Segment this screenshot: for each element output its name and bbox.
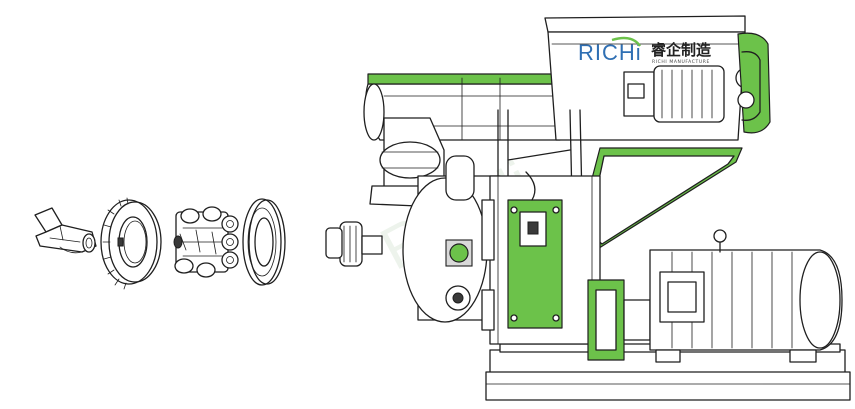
- logo-chinese-text: 睿企制造: [651, 41, 711, 59]
- roller-shaft-part: [34, 207, 97, 254]
- conditioner-body: [369, 117, 501, 323]
- brand-logo: RICHi 睿企制造 RICHI MANUFACTURE: [578, 36, 711, 65]
- coupling: [587, 279, 651, 361]
- roller-assembly-part: [173, 206, 239, 278]
- ring-die-part: [100, 197, 162, 290]
- die-ring-part: [242, 198, 286, 286]
- gear-housing: [481, 171, 601, 345]
- small-motor: [325, 221, 383, 267]
- main-motor: [649, 229, 843, 363]
- feeder-motor: [623, 32, 771, 134]
- logo-subtitle-text: RICHI MANUFACTURE: [652, 59, 710, 65]
- logo-swoosh: [611, 36, 641, 47]
- logo-latin-text: RICHi: [578, 40, 642, 65]
